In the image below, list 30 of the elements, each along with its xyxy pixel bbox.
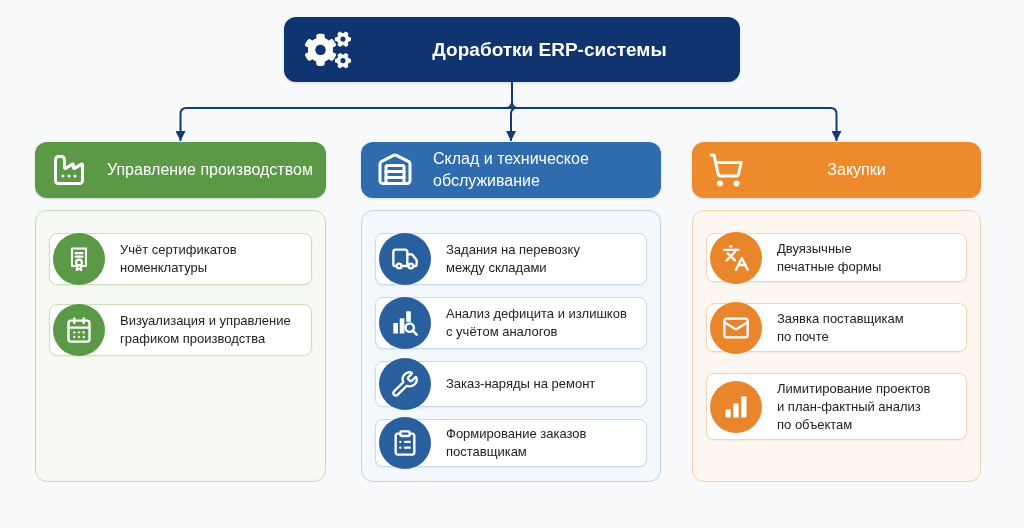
item-label: Формирование заказов поставщикам (446, 425, 588, 461)
item-card (49, 304, 312, 356)
item-card (706, 233, 967, 282)
category-panel (361, 210, 661, 482)
item-label: Анализ дефицита и излишков с учётом аналогов (446, 305, 628, 341)
category-header (361, 142, 661, 198)
item-card (706, 373, 967, 440)
item-label: Заказ-наряды на ремонт (446, 375, 596, 393)
item-card (375, 233, 647, 285)
item-label: Двуязычные печатные формы (777, 239, 883, 276)
item-label: Лимитирование проектов и план-фактный анализ по объектам (777, 379, 932, 434)
item-card (375, 297, 647, 349)
category-header (35, 142, 326, 198)
item-card (49, 233, 312, 285)
category-title: Управление производством (107, 160, 313, 180)
category-header (692, 142, 981, 198)
item-label: Визуализация и управление графиком производства (120, 312, 292, 348)
title-banner (284, 17, 740, 82)
category-title: Закупки (827, 160, 886, 180)
item-card (375, 419, 647, 467)
item-label: Учёт сертификатов номенклатуры (120, 241, 238, 277)
category-panel (35, 210, 326, 482)
category-title: Склад и техническое обслуживание (433, 149, 590, 191)
item-card (706, 303, 967, 352)
connector-arrow (511, 81, 842, 142)
category-panel (692, 210, 981, 482)
title-text: Доработки ERP-системы (432, 37, 667, 62)
item-label: Задания на перевозку между складами (446, 241, 581, 277)
item-label: Заявка поставщикам по почте (777, 309, 905, 346)
item-card (375, 361, 647, 407)
